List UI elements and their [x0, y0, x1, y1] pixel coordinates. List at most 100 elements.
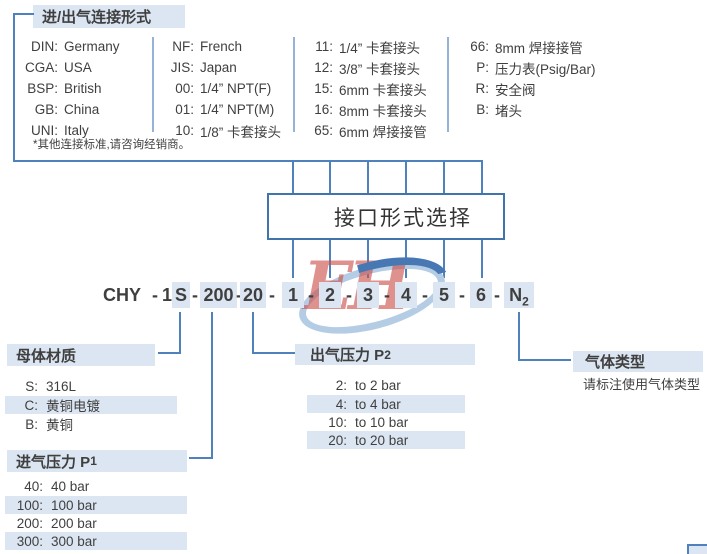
connection-code: BSP: [27, 81, 58, 96]
inlet-pressure-option: 200:200 bar [5, 514, 187, 532]
connection-row: DIN:Germany [20, 36, 120, 57]
code-part-inlet-pressure: 200 [200, 282, 237, 308]
connection-label: 安全阀 [495, 82, 536, 98]
gas-code-letter: N [509, 285, 523, 305]
connection-row: 12: 3/8” 卡套接头 [307, 57, 427, 78]
connection-label: 1/4” NPT(M) [200, 102, 275, 117]
connection-row: GB:China [20, 99, 120, 120]
material-section-title: 母体材质 [7, 344, 155, 366]
connection-label: French [200, 39, 243, 54]
material-option: C: 黄铜电镀 [5, 396, 177, 414]
option-code: 4: [335, 396, 347, 412]
connection-row: BSP:British [20, 78, 120, 99]
code-part: 1 [162, 285, 173, 305]
code-part: CHY [103, 285, 142, 305]
leader-line-material [158, 352, 181, 354]
connection-code: 16: [314, 102, 333, 117]
gas-code-subscript: 2 [522, 294, 529, 309]
connection-label: 8mm 焊接接管 [495, 40, 583, 56]
leader-line-inlet [189, 457, 213, 459]
option-label: 300 bar [51, 533, 97, 549]
connection-row: 11:1/4” 卡套接头 [307, 36, 427, 57]
connection-label: 1/8” 卡套接头 [200, 124, 282, 140]
interface-selector-box: 接口形式选择 [267, 193, 505, 240]
code-separator: - [269, 285, 275, 305]
connector-line [329, 160, 331, 194]
connector-line [292, 240, 294, 278]
code-separator: - [346, 285, 352, 305]
option-label: 316L [46, 378, 77, 394]
option-label: 40 bar [51, 478, 90, 494]
outlet-pressure-option: 2:to 2 bar [307, 376, 465, 394]
connection-code: P: [476, 60, 489, 75]
leader-line-inlet [211, 312, 213, 459]
option-label: to 10 bar [355, 414, 409, 430]
material-option: S: 316L [5, 377, 177, 395]
column-divider [447, 37, 449, 132]
bracket-top-line [13, 13, 34, 15]
code-separator: - [384, 285, 390, 305]
code-part-material: S [172, 282, 190, 308]
connection-label: USA [64, 60, 92, 75]
connector-line [405, 240, 407, 278]
code-separator: - [494, 285, 500, 305]
option-code: C: [24, 397, 39, 413]
connection-code: 00: [175, 81, 194, 96]
code-separator: - [308, 285, 314, 305]
connection-code: 12: [314, 60, 333, 75]
connection-label: 1/4” NPT(F) [200, 81, 272, 96]
connection-label: Germany [64, 39, 120, 54]
inlet-title-subscript: 1 [90, 454, 97, 468]
code-separator: - [236, 285, 242, 305]
connection-code: JIS: [170, 60, 194, 75]
code-part-port-1: 1 [282, 282, 304, 308]
connection-row: 01:1/4” NPT(M) [166, 99, 281, 120]
connection-label: 1/4” 卡套接头 [339, 40, 421, 56]
connection-code: 10: [175, 123, 194, 138]
connector-line [367, 160, 369, 194]
leader-line-material [179, 312, 181, 354]
connection-row: 65:6mm 焊接接管 [307, 120, 427, 141]
material-option: B:黄铜 [5, 415, 177, 434]
outlet-title-text: 出气压力 P [310, 347, 385, 364]
connector-line [481, 240, 483, 278]
option-code: S: [25, 378, 38, 394]
connection-label: 6mm 焊接接管 [339, 124, 427, 140]
code-part-port-2: 2 [319, 282, 341, 308]
outlet-pressure-option: 4:to 4 bar [307, 395, 465, 413]
connection-column-3: 11:1/4” 卡套接头 12: 3/8” 卡套接头 15: 6mm 卡套接头 16… [307, 36, 427, 141]
code-part-port-5: 5 [433, 282, 455, 308]
connection-code: GB: [34, 102, 58, 117]
connection-code: 15: [314, 81, 333, 96]
connection-code: R: [475, 81, 490, 96]
code-part-gas-type: N2 [504, 282, 534, 309]
code-part-port-3: 3 [357, 282, 379, 308]
option-label: 黄铜电镀 [46, 399, 100, 414]
option-code: B: [25, 416, 38, 432]
inlet-pressure-option: 100:100 bar [5, 496, 187, 514]
code-separator: - [192, 285, 198, 305]
inlet-pressure-option: 300:300 bar [5, 532, 187, 550]
connection-label: 6mm 卡套接头 [339, 82, 427, 98]
connection-row: CGA: USA [20, 57, 120, 78]
connection-column-4: 66:8mm 焊接接管 P:压力表(Psig/Bar) R:安全阀 B:堵头 [459, 36, 596, 120]
connection-column-2: NF:French JIS:Japan 00:1/4” NPT(F) 01:1/… [166, 36, 281, 141]
outlet-pressure-option: 20:to 20 bar [307, 431, 465, 449]
inlet-title-text: 进气压力 P [16, 453, 91, 471]
connection-row: 16:8mm 卡套接头 [307, 99, 427, 120]
connection-section-title: 进/出气连接形式 [33, 5, 185, 28]
code-part-outlet-pressure: 20 [240, 282, 266, 308]
option-code: 100: [16, 497, 43, 513]
outlet-pressure-option: 10:to 10 bar [307, 413, 465, 431]
connector-horizontal-line [13, 160, 483, 162]
option-label: to 20 bar [355, 432, 409, 448]
connection-row: P:压力表(Psig/Bar) [459, 57, 595, 78]
code-separator: - [152, 285, 158, 305]
connection-row: B:堵头 [459, 99, 596, 120]
connection-label: 3/8” 卡套接头 [339, 61, 421, 77]
connection-code: CGA: [24, 60, 58, 75]
connection-row: NF:French [166, 36, 281, 57]
connection-row: 15: 6mm 卡套接头 [307, 78, 427, 99]
